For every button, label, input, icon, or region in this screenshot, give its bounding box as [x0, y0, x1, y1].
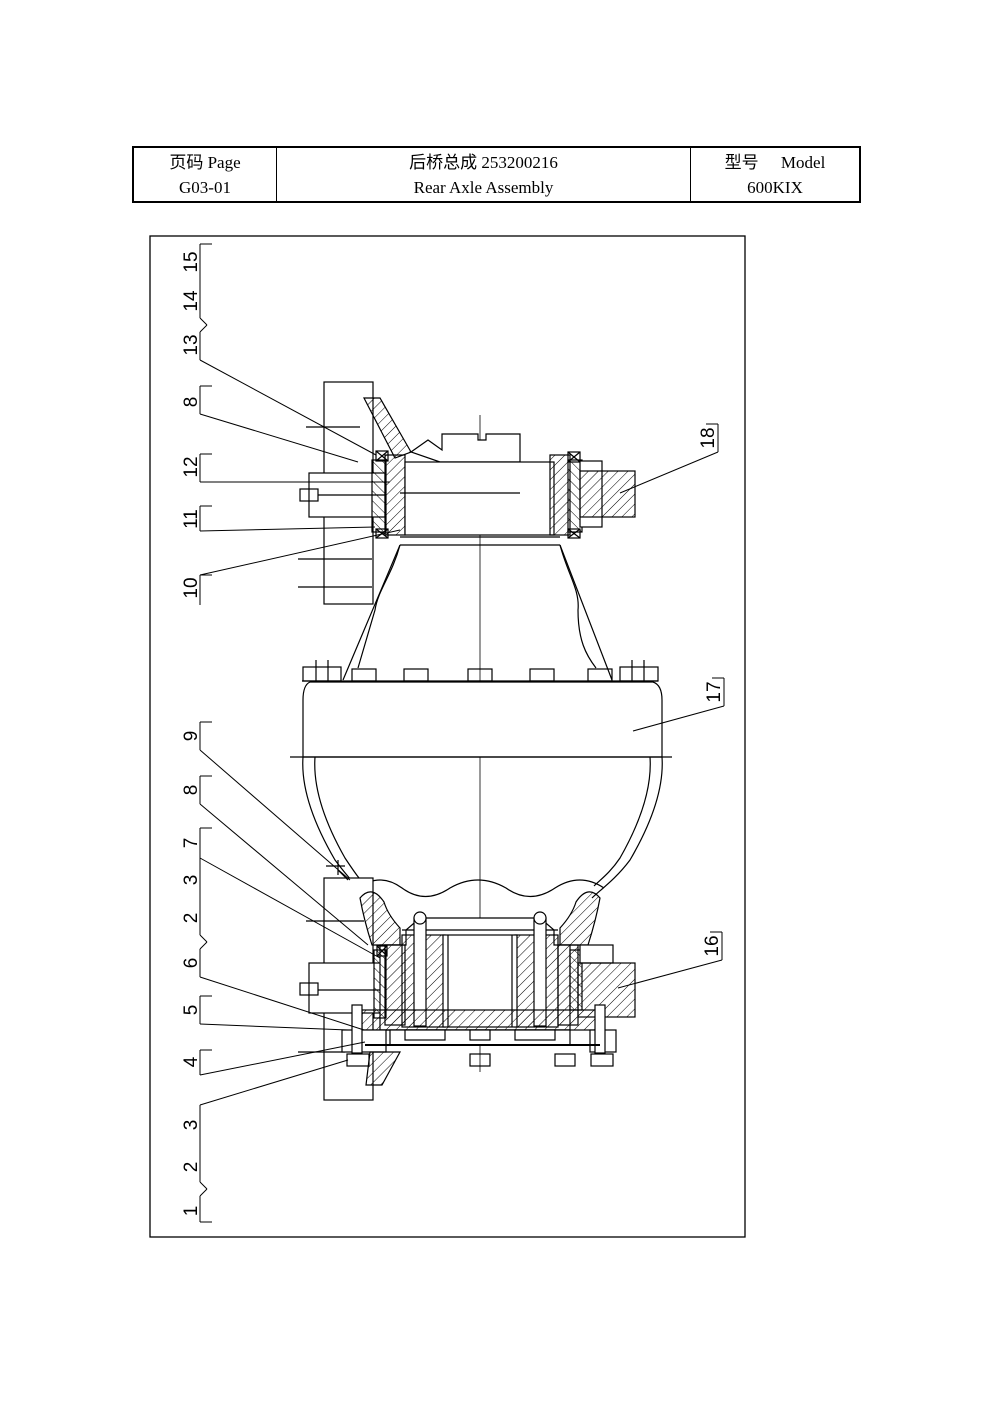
- title-block: 页码 Page G03-01 后桥总成 253200216 Rear Axle …: [132, 146, 861, 203]
- model-label-english: Model: [780, 152, 826, 172]
- callout-label-8b: 8: [181, 785, 202, 796]
- model-label-chinese: 型号: [724, 152, 759, 172]
- callout-label-6: 6: [181, 958, 202, 969]
- callout-label-15: 15: [181, 251, 202, 272]
- callout-label-4: 4: [181, 1056, 202, 1067]
- callout-label-16: 16: [702, 935, 723, 956]
- callout-label-11: 11: [181, 509, 202, 529]
- differential-housing: [290, 681, 672, 899]
- page-cell: 页码 Page G03-01: [134, 148, 276, 201]
- page-label: 页码 Page: [169, 152, 241, 172]
- callout-label-5: 5: [181, 1005, 202, 1016]
- callout-label-9: 9: [181, 731, 202, 742]
- title-english: Rear Axle Assembly: [413, 177, 554, 197]
- left-callout-labels: 15 14 13 8 12 11 10 9 8 7 3 2 6 5 4 3 2 …: [181, 251, 202, 1216]
- callout-label-7: 7: [181, 838, 202, 849]
- callout-label-1: 1: [181, 1206, 202, 1217]
- upper-hub-assembly: [298, 381, 636, 605]
- left-callout-scale: [199, 243, 401, 1223]
- right-callout-leaders: [617, 423, 725, 989]
- callout-label-3a: 3: [181, 875, 202, 886]
- axle-cone: [342, 544, 613, 681]
- page-number: G03-01: [179, 177, 231, 197]
- title-chinese: 后桥总成 253200216: [409, 152, 558, 172]
- callout-label-13: 13: [181, 334, 202, 355]
- callout-label-8a: 8: [181, 397, 202, 408]
- title-cell: 后桥总成 253200216 Rear Axle Assembly: [276, 148, 690, 201]
- lower-hub-assembly: [298, 860, 636, 1101]
- model-cell: 型号 Model 600KIX: [690, 148, 859, 201]
- callout-label-12: 12: [181, 456, 202, 477]
- drawing-frame: [149, 235, 746, 1238]
- callout-label-18: 18: [698, 427, 719, 448]
- callout-label-17: 17: [704, 681, 725, 702]
- callout-label-3b: 3: [181, 1120, 202, 1131]
- callout-label-10: 10: [181, 577, 202, 598]
- right-callout-labels: 18 17 16: [698, 427, 725, 956]
- callout-label-14: 14: [181, 290, 202, 312]
- callout-label-2b: 2: [181, 1162, 202, 1173]
- flange-bolts: [302, 660, 659, 682]
- model-value: 600KIX: [747, 177, 803, 197]
- callout-label-2a: 2: [181, 913, 202, 924]
